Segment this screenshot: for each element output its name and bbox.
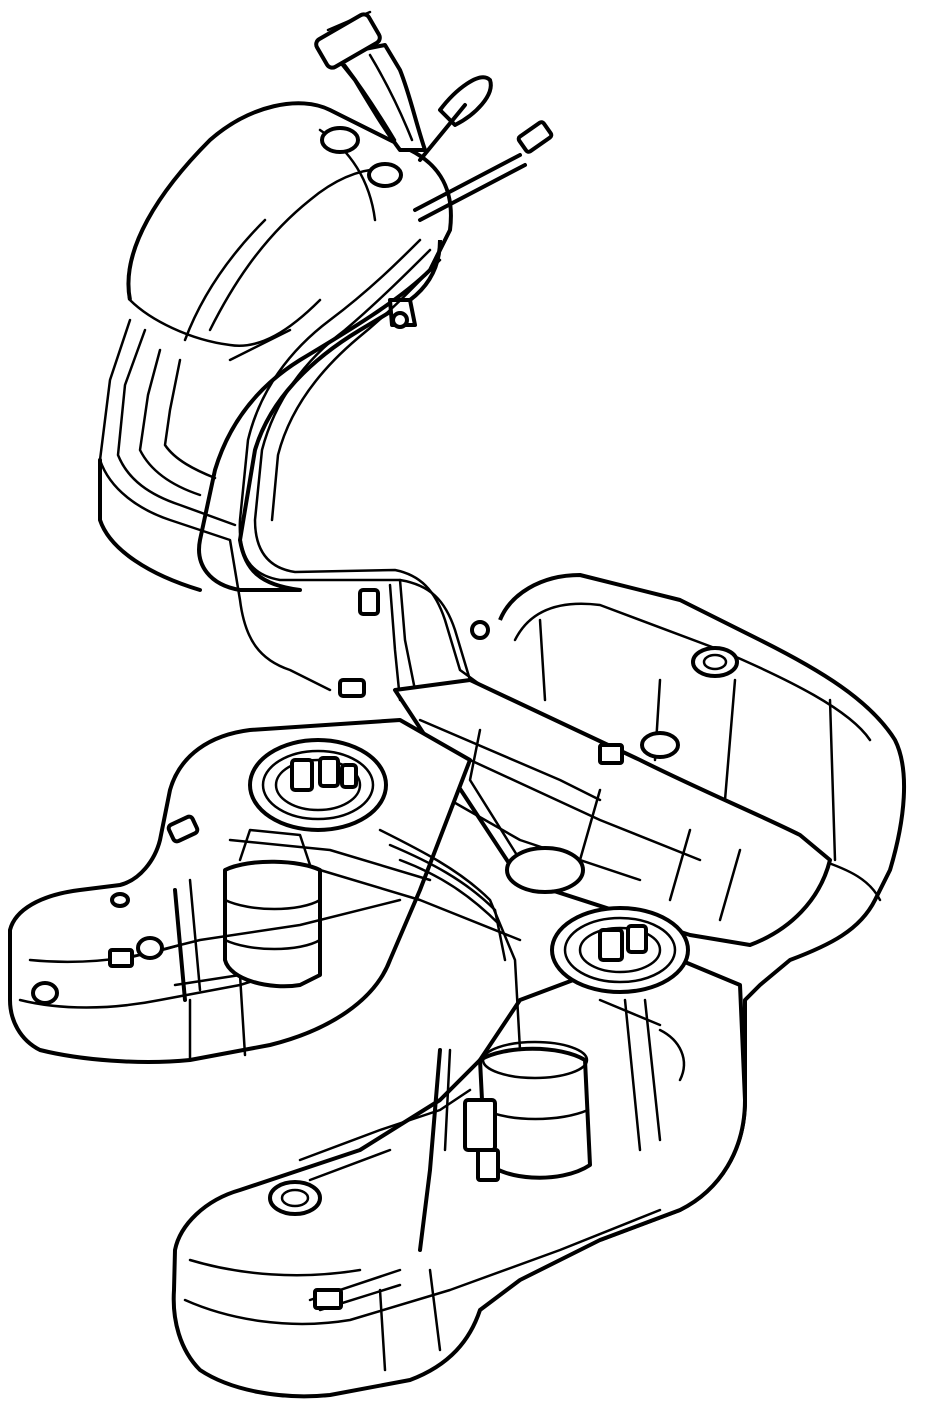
fuel-tank-body <box>8 573 907 1399</box>
filler-cap <box>314 10 382 70</box>
vent-hose-loop <box>438 75 493 127</box>
vent-fitting <box>516 120 554 154</box>
line-connector <box>358 588 380 616</box>
drain-port <box>31 981 59 1005</box>
housing-fitting-right <box>367 162 403 188</box>
housing-fitting-left <box>320 126 360 154</box>
access-plate <box>505 846 585 894</box>
crossover-lines <box>228 828 686 1082</box>
tank-strap-left <box>118 878 402 1002</box>
fuel-feed-lines <box>238 238 647 762</box>
secondary-fuel-sender-module <box>463 906 690 1182</box>
vent-line-upper <box>413 153 522 212</box>
vent-hose <box>418 103 467 162</box>
fill-port-rear <box>268 1180 322 1216</box>
primary-fuel-pump-module <box>223 738 388 989</box>
vent-line <box>98 318 332 692</box>
vent-port <box>640 731 680 759</box>
rear-tank-section <box>171 958 747 1399</box>
fuel-pump-lock-ring-left <box>248 738 388 832</box>
filler-neck <box>333 43 427 152</box>
fill-port-front <box>691 646 739 678</box>
